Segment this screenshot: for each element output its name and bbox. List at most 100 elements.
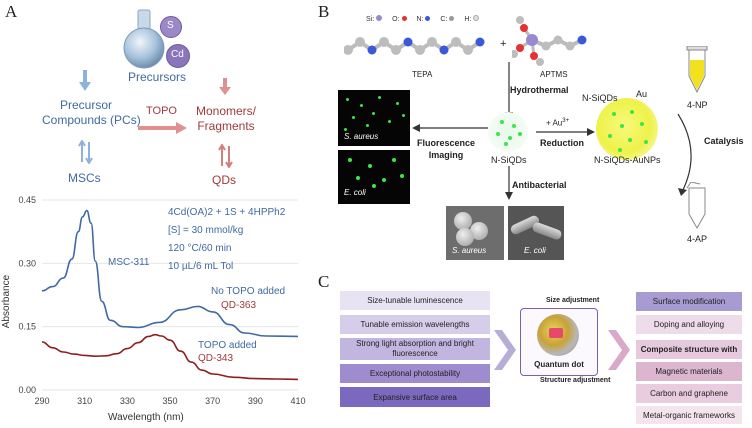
right-arrow-icon — [138, 122, 187, 134]
saureus-image-label: S. aureus — [344, 132, 379, 141]
condition-line: [S] = 30 mmol/kg — [168, 225, 244, 236]
catalysis-arrow-icon — [677, 113, 692, 196]
saureus-sem-image: S. aureus — [446, 206, 504, 260]
qd343-annotation: QD-343 — [198, 353, 234, 364]
right-properties-list: Surface modification Doping and alloying… — [636, 292, 742, 424]
tube-4np-icon — [686, 46, 708, 94]
qd-dot — [618, 148, 622, 152]
precursor-compounds-label: Precursor Compounds (PCs) — [42, 98, 141, 127]
plus-sign: + — [500, 38, 507, 50]
nsiqds-blob — [488, 112, 528, 152]
chevron-right-icon — [608, 330, 630, 370]
qd-dot — [518, 132, 522, 136]
property-item: Doping and alloying — [636, 315, 742, 334]
quantum-dot-sphere — [537, 314, 579, 356]
topo-label: TOPO — [146, 105, 177, 117]
panel-a-letter: A — [5, 2, 18, 21]
ecoli-image-label: E. coli — [344, 188, 366, 197]
qd-dot — [620, 124, 624, 128]
mscs-label: MSCs — [68, 171, 101, 185]
property-item: Tunable emission wavelengths — [340, 315, 490, 334]
property-item: Surface modification — [636, 292, 742, 311]
x-tick-label: 410 — [290, 396, 305, 406]
x-axis-label: Wavelength (nm) — [108, 412, 184, 423]
down-arrow-icon — [79, 70, 91, 91]
hydrothermal-label: Hydrothermal — [510, 85, 569, 95]
monomers-label: Monomers/ Fragments — [195, 104, 257, 133]
x-tick-label: 310 — [77, 396, 92, 406]
au-label: Au — [636, 89, 648, 99]
flask-icon — [123, 9, 165, 69]
condition-line: 10 µL/6 mL Tol — [168, 261, 234, 272]
atom-cd-label: Cd — [171, 49, 184, 60]
no-topo-annotation: No TOPO added — [211, 286, 286, 297]
property-item: Expansive surface area — [340, 387, 490, 407]
tube-4ap-icon — [686, 182, 706, 230]
qd-dot — [500, 120, 504, 124]
y-tick-label: 0.15 — [18, 322, 36, 332]
series-line-1 — [41, 333, 299, 381]
nsiqds-aunps-label: N-SiQDs-AuNPs — [594, 155, 661, 165]
property-item: Exceptional photostability — [340, 364, 490, 383]
size-adjustment-label: Size adjustment — [546, 297, 600, 304]
absorbance-chart: 0.00 0.15 0.30 0.45 290 310 330 350 370 390 410 — [18, 195, 305, 406]
ap-label: 4-AP — [687, 234, 708, 244]
qd363-annotation: QD-363 — [221, 300, 257, 311]
qd-dot — [628, 138, 632, 142]
quantum-dot-box: Quantum dot — [520, 308, 598, 376]
qd-dot — [508, 136, 512, 140]
cadmium-atom: Cd — [166, 44, 190, 68]
x-tick-label: 370 — [205, 396, 220, 406]
ecoli-sem-image: E. coli — [508, 206, 564, 260]
qd-dot — [644, 140, 648, 144]
property-item: Magnetic materials — [636, 362, 742, 381]
qd-dot — [608, 134, 612, 138]
x-tick-label: 290 — [34, 396, 49, 406]
sem-ecoli-label: E. coli — [524, 246, 546, 255]
chevron-right-icon — [494, 330, 516, 370]
precursors-label: Precursors — [128, 70, 187, 84]
qd-dot — [640, 122, 644, 126]
qd-dot — [612, 112, 616, 116]
nsiqds-label: N-SiQDs — [491, 155, 527, 165]
ecoli-fluorescence-image: E. coli — [338, 150, 410, 204]
qd-dot — [630, 110, 634, 114]
nsiqds-top-label: N-SiQDs — [582, 93, 618, 103]
sem-saureus-label: S. aureus — [452, 246, 487, 255]
y-tick-label: 0.45 — [18, 195, 36, 205]
qd-dot — [496, 132, 500, 136]
structure-adjustment-label: Structure adjustment — [540, 377, 611, 384]
y-tick-label: 0.30 — [18, 258, 36, 268]
y-tick-label: 0.00 — [18, 385, 36, 395]
au3-label: + Au3+ — [546, 118, 570, 128]
msc-annotation: MSC-311 — [108, 257, 150, 268]
right-arrow-icon — [536, 128, 595, 136]
antibacterial-label: Antibacterial — [512, 180, 567, 190]
x-tick-label: 350 — [162, 396, 177, 406]
x-tick-label: 330 — [120, 396, 135, 406]
property-item: Size-tunable luminescence — [340, 291, 490, 310]
equilibrium-arrow-icon — [218, 144, 233, 168]
sulfur-atom: S — [160, 16, 182, 38]
qds-label: QDs — [212, 173, 236, 187]
conditions-box: 4Cd(OA)2 + 1S + 4HPPh2 [S] = 30 mmol/kg … — [168, 204, 285, 276]
qd-dot — [512, 124, 516, 128]
condition-line: 120 °C/60 min — [168, 243, 232, 254]
atom-s-label: S — [167, 20, 174, 31]
aptms-molecule — [512, 16, 587, 66]
tepa-molecule — [344, 37, 485, 55]
aptms-label: APTMS — [540, 70, 568, 79]
x-tick-label: 390 — [248, 396, 263, 406]
left-arrow-icon — [412, 124, 488, 132]
series-line-0 — [41, 209, 299, 338]
panel-c-letter: C — [318, 272, 330, 291]
panel-b-letter: B — [318, 2, 330, 21]
atom-legend: Si: O: N: C: H: — [366, 15, 480, 23]
condition-line: 4Cd(OA)2 + 1S + 4HPPh2 — [168, 207, 286, 218]
property-item: Carbon and graphene — [636, 384, 742, 403]
down-arrow-icon — [219, 78, 231, 95]
tepa-label: TEPA — [412, 70, 433, 79]
fluorescence-imaging-label: Fluorescence Imaging — [416, 138, 476, 160]
property-item: Metal-organic frameworks — [636, 406, 742, 424]
y-axis-label: Absorbance — [1, 274, 13, 329]
